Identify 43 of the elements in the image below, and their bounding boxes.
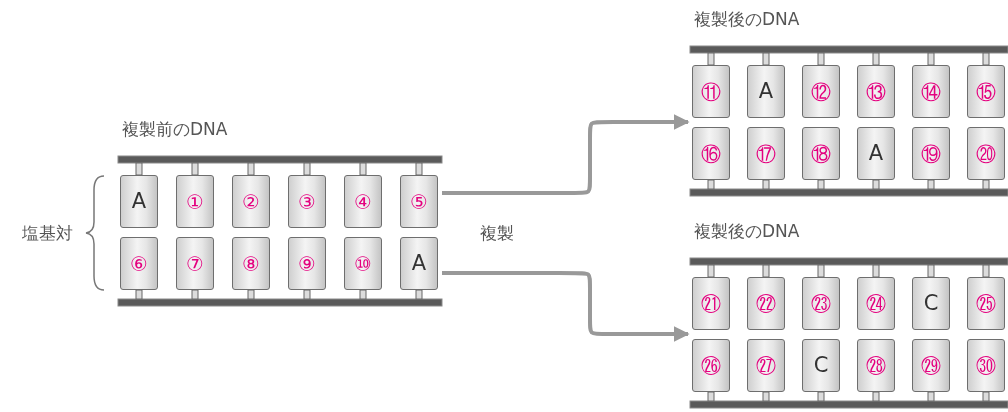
base-box: A — [857, 127, 895, 180]
base-box: ⑤ — [400, 175, 438, 228]
base-box: ③ — [288, 175, 326, 228]
base-box: ㉕ — [967, 277, 1005, 330]
arrow — [442, 271, 690, 342]
base-box: ㉖ — [692, 339, 730, 392]
base-box: ⑰ — [747, 127, 785, 180]
base-box: ⑱ — [802, 127, 840, 180]
base-box: ⑲ — [912, 127, 950, 180]
base-box: ⑯ — [692, 127, 730, 180]
base-box: ⑭ — [912, 65, 950, 118]
base-box: ⑳ — [967, 127, 1005, 180]
base-box: ⑩ — [344, 237, 382, 290]
brace-label: 塩基対 — [22, 222, 73, 244]
base-box: ㉔ — [857, 277, 895, 330]
base-box: ⑧ — [232, 237, 270, 290]
base-box: ⑦ — [176, 237, 214, 290]
base-box: A — [400, 237, 438, 290]
base-box: ㉚ — [967, 339, 1005, 392]
base-box: ㉑ — [692, 277, 730, 330]
base-box: A — [747, 65, 785, 118]
base-box: ⑨ — [288, 237, 326, 290]
base-box: ⑬ — [857, 65, 895, 118]
dna-heading: 複製後のDNA — [694, 8, 800, 30]
base-box: ⑥ — [120, 237, 158, 290]
base-box: ⑮ — [967, 65, 1005, 118]
base-box: ⑪ — [692, 65, 730, 118]
dna-heading: 複製後のDNA — [694, 220, 800, 242]
base-box: C — [912, 277, 950, 330]
arrow — [442, 114, 690, 195]
base-box: ⑫ — [802, 65, 840, 118]
base-box: ④ — [344, 175, 382, 228]
dna-heading: 複製前のDNA — [122, 118, 228, 140]
base-box: C — [802, 339, 840, 392]
base-box: ㉗ — [747, 339, 785, 392]
base-box: ㉓ — [802, 277, 840, 330]
base-box: ㉘ — [857, 339, 895, 392]
base-box: ㉒ — [747, 277, 785, 330]
base-box: ㉙ — [912, 339, 950, 392]
arrow-label: 複製 — [480, 222, 514, 244]
base-box: A — [120, 175, 158, 228]
base-box: ② — [232, 175, 270, 228]
base-box: ① — [176, 175, 214, 228]
